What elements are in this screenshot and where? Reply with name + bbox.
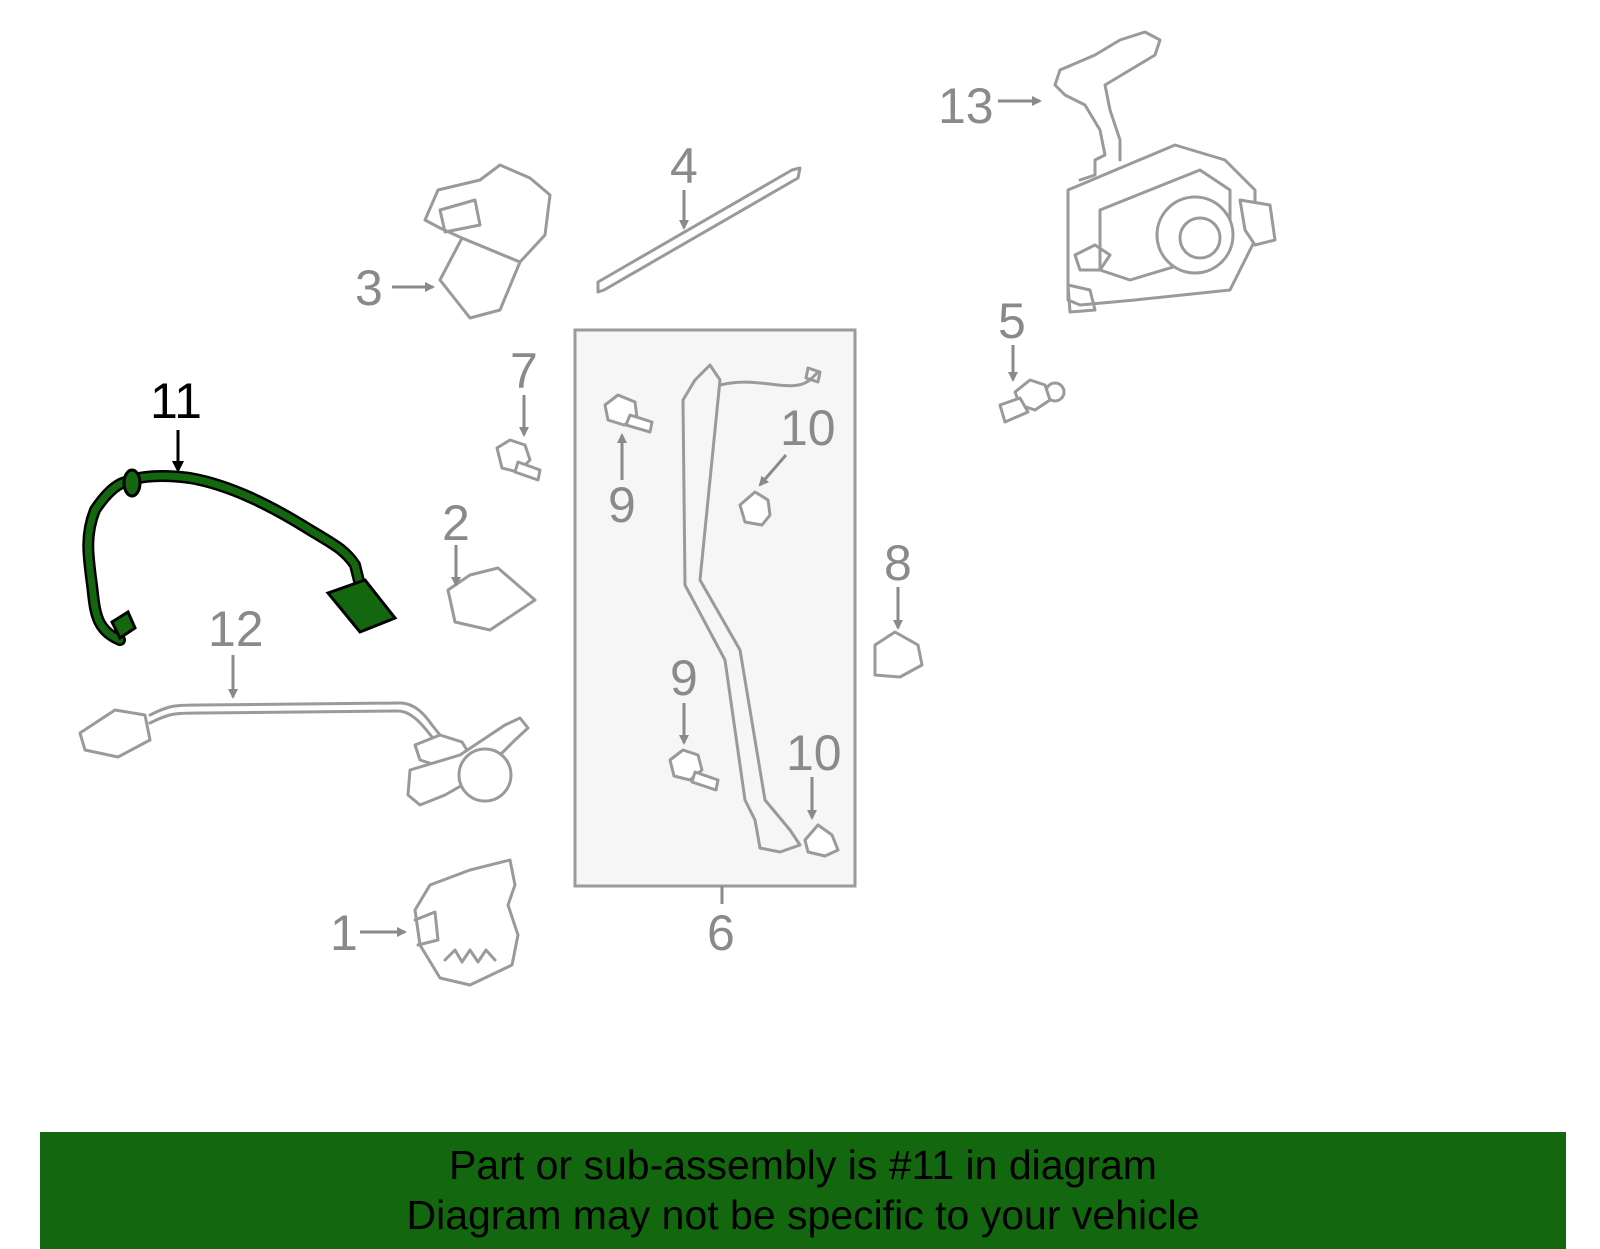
callout-10-lower: 10 xyxy=(786,725,842,781)
part-3-actuator xyxy=(423,163,552,320)
callout-7: 7 xyxy=(510,343,538,399)
part-10-clip-lower xyxy=(803,823,840,858)
callout-12: 12 xyxy=(208,601,264,657)
callout-2: 2 xyxy=(442,495,470,551)
callout-3: 3 xyxy=(355,260,383,316)
part-9-bolt-upper xyxy=(603,393,654,434)
callout-9-lower: 9 xyxy=(670,650,698,706)
callout-5: 5 xyxy=(998,293,1026,349)
callout-10-upper: 10 xyxy=(780,400,836,456)
part-11-wire-harness xyxy=(82,468,398,646)
callout-9-upper: 9 xyxy=(608,477,636,533)
part-7-bolt xyxy=(495,438,542,482)
callout-4: 4 xyxy=(670,138,698,194)
part-8-bracket xyxy=(873,630,924,679)
part-9-bolt-lower xyxy=(668,748,720,792)
part-2-bracket xyxy=(446,566,537,632)
part-info-banner: Part or sub-assembly is #11 in diagram D… xyxy=(40,1132,1566,1249)
part-10-clip-upper xyxy=(738,490,772,527)
part-4-strip xyxy=(596,166,802,294)
part-12-cable xyxy=(78,701,530,807)
callout-1: 1 xyxy=(330,905,358,961)
part-5-bolt xyxy=(998,378,1066,424)
banner-line-disclaimer: Diagram may not be specific to your vehi… xyxy=(406,1192,1200,1238)
callout-6: 6 xyxy=(707,905,735,961)
part-13-module xyxy=(1053,30,1277,314)
callout-13: 13 xyxy=(938,78,994,134)
arrow-10-upper xyxy=(758,454,788,487)
part-1-latch xyxy=(413,858,520,987)
callout-8: 8 xyxy=(884,535,912,591)
banner-line-part: Part or sub-assembly is #11 in diagram xyxy=(449,1142,1157,1188)
callout-11: 11 xyxy=(150,373,202,429)
part-6-rod xyxy=(681,363,822,854)
